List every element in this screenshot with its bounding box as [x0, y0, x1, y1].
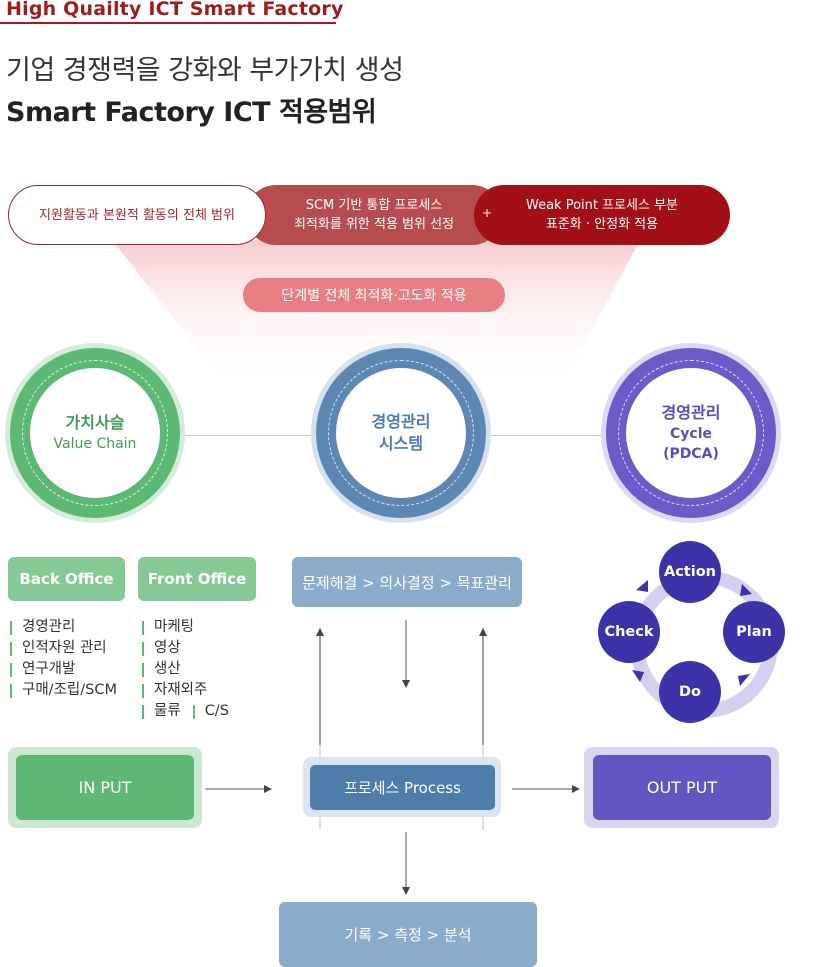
value-chain-subtitle: Value Chain	[53, 436, 137, 452]
process-flow-bottom: 기록 > 측정 > 분석	[279, 902, 537, 967]
scope-pill-full-range-label: 지원활동과 본원적 활동의 전체 범위	[39, 207, 235, 223]
page-subtitle: 기업 경쟁력을 강화와 부가가치 생성	[6, 55, 404, 86]
plus-sign: +	[253, 206, 264, 220]
mgmt-system-circle-inner: 경영관리 시스템	[328, 360, 474, 506]
pdca-action-node: Action	[659, 541, 721, 603]
list-item: 연구개발	[10, 659, 117, 680]
stage-optimization-pill: 단계별 전체 최적화·고도화 적용	[243, 278, 505, 312]
mgmt-cycle-line1: 경영관리	[661, 403, 721, 422]
front-office-label: Front Office	[138, 557, 256, 601]
list-item-extra: C/S	[204, 703, 229, 719]
list-bar	[10, 620, 12, 635]
list-item: 구매/조립/SCM	[10, 680, 117, 701]
list-item-label: 물류	[154, 703, 181, 719]
list-bar	[10, 662, 12, 677]
mgmt-cycle-line3: (PDCA)	[663, 446, 719, 462]
output-box: OUT PUT	[593, 755, 771, 820]
value-chain-circle-inner: 가치사슬 Value Chain	[22, 360, 168, 506]
pdca-plan-node: Plan	[723, 601, 785, 663]
value-chain-title: 가치사슬	[65, 413, 125, 432]
back-office-list: 경영관리 인적자원 관리 연구개발 구매/조립/SCM	[10, 617, 117, 701]
back-office-label: Back Office	[8, 557, 125, 601]
mgmt-cycle-circle-inner: 경영관리 Cycle (PDCA)	[618, 360, 764, 506]
scope-pill-full-range: 지원활동과 본원적 활동의 전체 범위	[8, 185, 266, 245]
plus-sign: +	[482, 206, 493, 220]
scope-pill-scm-line2: 최적화를 위한 적용 범위 선정	[293, 217, 455, 232]
list-item-label: 영상	[154, 640, 181, 656]
input-box: IN PUT	[16, 755, 194, 820]
mgmt-cycle-line2: Cycle	[670, 426, 712, 442]
scope-pill-weak-point-line2: 표준화 · 안정화 적용	[545, 217, 659, 232]
front-office-list: 마케팅 영상 생산 자재외주 물류 C/S	[142, 617, 229, 722]
list-item: 인적자원 관리	[10, 638, 117, 659]
list-item: 영상	[142, 638, 229, 659]
process-flow-top: 문제해결 > 의사결정 > 목표관리	[292, 557, 522, 607]
list-bar	[10, 683, 12, 698]
mgmt-cycle-circle: 경영관리 Cycle (PDCA)	[606, 348, 776, 518]
scope-pill-weak-point-line1: Weak Point 프로세스 부분	[525, 198, 679, 213]
scope-pill-weak-point: Weak Point 프로세스 부분 표준화 · 안정화 적용	[474, 185, 730, 245]
list-item: 물류 C/S	[142, 701, 229, 722]
eyebrow-underline	[0, 22, 336, 24]
list-item-label: 생산	[154, 661, 181, 677]
list-bar	[10, 641, 12, 656]
value-chain-circle: 가치사슬 Value Chain	[10, 348, 180, 518]
list-bar	[192, 704, 195, 719]
list-item: 생산	[142, 659, 229, 680]
list-item-label: 마케팅	[154, 619, 195, 635]
page-title: Smart Factory ICT 적용범위	[6, 97, 377, 128]
pdca-check-node: Check	[598, 601, 660, 663]
list-bar	[142, 620, 144, 635]
pdca-do-node: Do	[659, 661, 721, 723]
scope-pill-scm: SCM 기반 통합 프로세스 최적화를 위한 적용 범위 선정	[246, 185, 502, 245]
mgmt-system-line1: 경영관리	[371, 412, 431, 431]
list-bar	[142, 641, 144, 656]
scope-pill-scm-line1: SCM 기반 통합 프로세스	[305, 198, 443, 213]
list-item: 자재외주	[142, 680, 229, 701]
list-item-label: 경영관리	[22, 619, 76, 635]
list-item-label: 구매/조립/SCM	[22, 682, 117, 698]
eyebrow-title: High Quailty ICT Smart Factory	[6, 0, 344, 20]
mgmt-system-line2: 시스템	[378, 434, 424, 453]
list-bar	[142, 704, 144, 719]
list-bar	[142, 683, 144, 698]
process-box: 프로세스 Process	[310, 765, 495, 810]
list-item-label: 인적자원 관리	[22, 640, 107, 656]
list-item-label: 연구개발	[22, 661, 76, 677]
list-item: 마케팅	[142, 617, 229, 638]
mgmt-system-circle: 경영관리 시스템	[316, 348, 486, 518]
list-item-label: 자재외주	[154, 682, 208, 698]
list-bar	[142, 662, 144, 677]
list-item: 경영관리	[10, 617, 117, 638]
